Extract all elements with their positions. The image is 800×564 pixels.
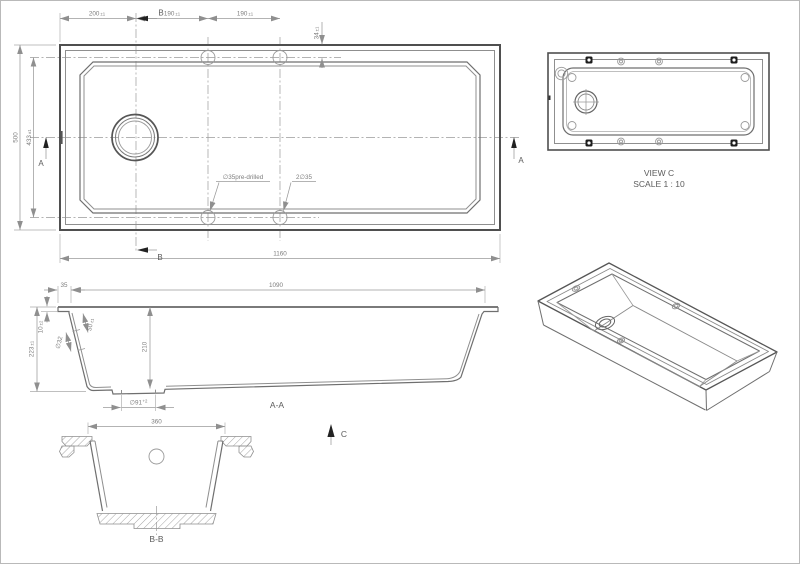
dim-50-label: 50±1: [86, 317, 96, 332]
bb-bottom-cut: [96, 513, 217, 529]
iso-drain: [594, 315, 626, 344]
dim-500-label: 500: [13, 132, 20, 143]
iso-tap-holes: [571, 285, 681, 310]
plan-centerlines: [30, 13, 519, 252]
corner-boss: [567, 73, 577, 82]
dim-360-label: 360: [151, 419, 162, 426]
dim-223-label: 223±1: [29, 340, 36, 357]
tap-hole: [200, 50, 216, 65]
overflow-hole-dims: ∅32 50±1: [55, 313, 96, 352]
aa-inner-wall-left: [71, 312, 112, 389]
tap-hole: [272, 210, 288, 225]
dim-10-label: 10±2: [38, 320, 45, 333]
bowl-outer-edge: [79, 61, 481, 214]
isometric-view: [537, 262, 778, 411]
dim-32-label: ∅32: [55, 335, 65, 349]
viewc-bowl-inner-outline: [566, 71, 751, 132]
dim-200-label: 200±1: [89, 11, 106, 18]
aa-outer-profile: [57, 307, 499, 395]
mounting-clips: [585, 56, 738, 147]
section-arrow-a-right: A: [511, 137, 524, 165]
dim-1090-label: 1090: [269, 282, 284, 289]
section-label-a-right: A: [518, 156, 524, 165]
section-aa-label: A-A: [270, 400, 285, 410]
aa-inner-bottom: [165, 378, 448, 387]
note-predrilled: ∅35pre-drilled: [209, 174, 270, 211]
tap-hole: [200, 210, 216, 225]
dim-35-label: 35: [60, 282, 68, 289]
bb-wall-left-inner: [94, 440, 108, 508]
rim-cut-left: [61, 436, 93, 447]
bb-wall-right-outer: [209, 440, 224, 512]
corner-boss: [567, 121, 577, 130]
rim-cut-right: [220, 436, 252, 447]
note-two-holes: 2∅35: [283, 174, 316, 211]
viewc-bowl-outline: [562, 67, 755, 136]
section-arrow-b-bottom: B: [137, 247, 163, 262]
viewc-title: VIEW C: [644, 168, 674, 178]
dim-1160-label: 1160: [273, 251, 287, 258]
screw-holes: [617, 57, 663, 146]
plan-dimensions: 200±1 190±1 190±1 B 34±1 500 433±1 A A: [13, 9, 524, 263]
viewc-inner-edge: [554, 59, 763, 144]
svg-text:∅35pre-drilled: ∅35pre-drilled: [223, 174, 264, 181]
viewc-overflow: [554, 66, 569, 81]
aa-inner-wall-right: [446, 313, 480, 380]
sink-outer-edge: [59, 44, 501, 231]
section-bb-label: B-B: [149, 534, 164, 544]
iso-rim-inner: [546, 268, 769, 385]
dim-433-label: 433±1: [26, 129, 33, 146]
iso-rim-outer: [537, 262, 778, 391]
viewc-scale: SCALE 1 : 10: [633, 179, 685, 189]
section-aa: 35 1090 10±2 223±1 210 ∅32 50±1 ∅91: [29, 282, 499, 445]
rim-cut-left-hook: [59, 445, 75, 458]
viewc-drain: [573, 89, 599, 115]
section-bb: 360 B-B: [59, 419, 254, 544]
section-label-b-top: B: [158, 9, 163, 18]
bb-tap-hole: [148, 448, 165, 465]
bb-wall-right-inner: [205, 440, 219, 508]
dim-91-label: ∅91+2: [130, 398, 149, 406]
corner-boss: [740, 121, 750, 130]
section-arrow-a-left: A: [38, 137, 49, 168]
dim-190a-label: 190±1: [164, 11, 181, 18]
view-c: VIEW C SCALE 1 : 10: [547, 52, 770, 189]
svg-text:2∅35: 2∅35: [296, 174, 312, 181]
iso-bowl-wall-edges: [556, 273, 760, 387]
iso-underbody: [537, 300, 778, 411]
section-arrow-b-top: B: [137, 9, 164, 22]
dim-210-label: 210: [142, 341, 149, 352]
bb-wall-left-outer: [89, 440, 104, 512]
drain-circle: [111, 113, 159, 162]
dim-34-label: 34±1: [314, 26, 321, 39]
viewc-outer-edge: [547, 52, 770, 151]
dim-190b-label: 190±1: [237, 11, 254, 18]
corner-boss: [740, 73, 750, 82]
view-arrow-c-label: C: [341, 429, 347, 439]
rim-cut-right-hook: [238, 445, 254, 458]
plan-view: [30, 13, 519, 252]
view-arrow-c: C: [327, 424, 347, 445]
section-label-b-bottom: B: [157, 253, 162, 262]
tap-hole: [272, 50, 288, 65]
bowl-inner-edge: [83, 65, 477, 210]
section-label-a-left: A: [38, 159, 44, 168]
